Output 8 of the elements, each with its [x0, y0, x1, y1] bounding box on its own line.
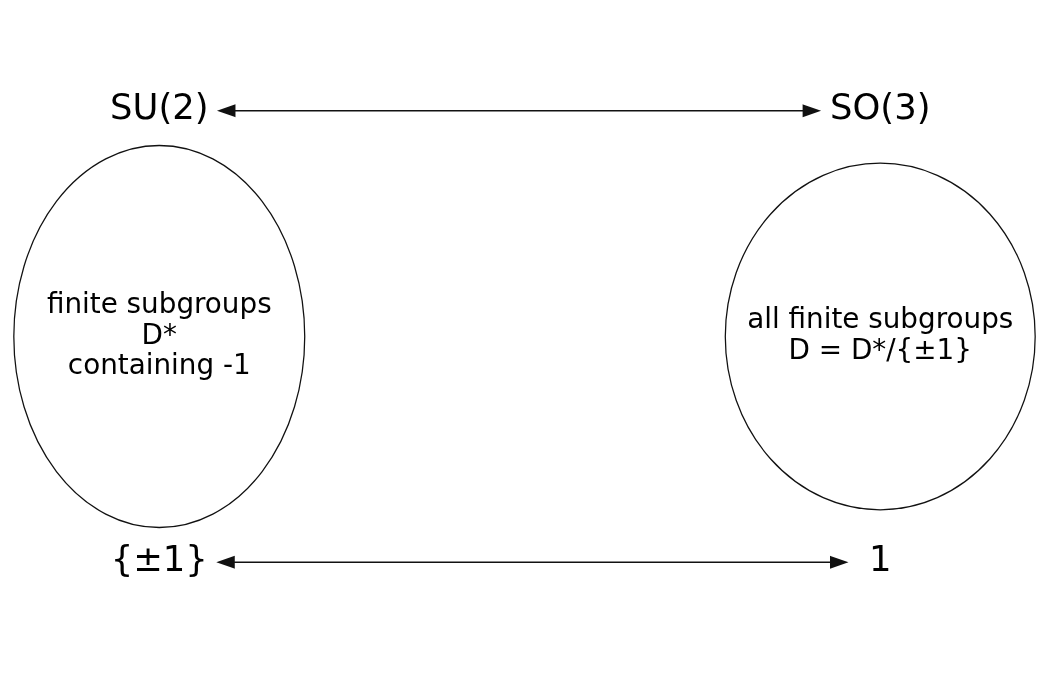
- node-text: 1: [868, 538, 892, 579]
- arrow: [216, 555, 849, 569]
- node-ellipse: all finite subgroups D = D*/{±1}: [724, 162, 1036, 511]
- node-text: SU(2): [110, 86, 209, 128]
- arrow: [217, 104, 822, 118]
- node-text: SO(3): [829, 86, 931, 128]
- node-text: {±1}: [110, 538, 208, 579]
- node-ellipse: finite subgroups D* containing -1: [13, 144, 306, 529]
